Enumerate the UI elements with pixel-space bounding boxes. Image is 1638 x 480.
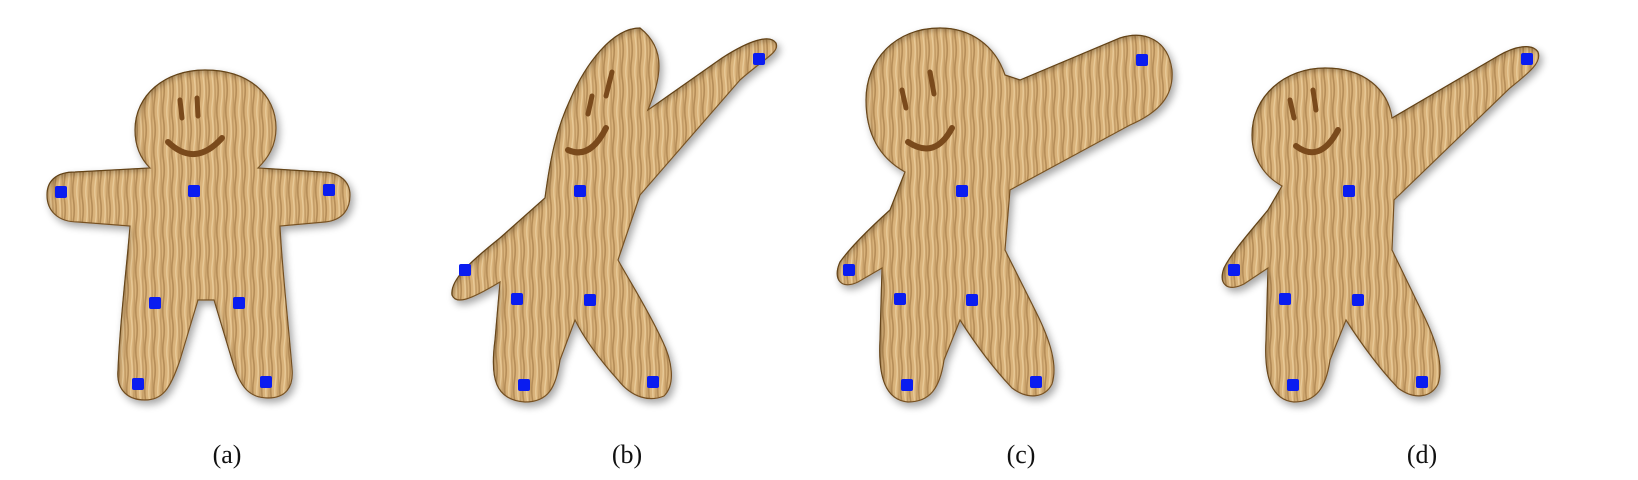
gingerbread-shape-a	[46, 69, 351, 401]
handle-point[interactable]	[1228, 264, 1240, 276]
handle-point[interactable]	[956, 185, 968, 197]
handle-point[interactable]	[1136, 54, 1148, 66]
handle-point[interactable]	[233, 297, 245, 309]
caption-c: (c)	[1006, 440, 1036, 469]
caption-d: (d)	[1406, 440, 1438, 469]
face-d	[1287, 87, 1341, 156]
handle-point[interactable]	[1279, 293, 1291, 305]
handle-point[interactable]	[260, 376, 272, 388]
handle-point[interactable]	[1287, 379, 1299, 391]
handle-point[interactable]	[647, 376, 659, 388]
gingerbread-shape-b	[451, 27, 778, 403]
handles-a	[55, 184, 335, 390]
handle-point[interactable]	[55, 186, 67, 198]
handle-point[interactable]	[894, 293, 906, 305]
panel-b	[451, 27, 778, 403]
handle-point[interactable]	[511, 293, 523, 305]
handle-point[interactable]	[323, 184, 335, 196]
handle-point[interactable]	[132, 378, 144, 390]
handle-point[interactable]	[518, 379, 530, 391]
handle-point[interactable]	[1030, 376, 1042, 388]
gingerbread-shape-c	[836, 27, 1173, 403]
handle-point[interactable]	[843, 264, 855, 276]
handle-point[interactable]	[1521, 53, 1533, 65]
handle-point[interactable]	[901, 379, 913, 391]
caption-a: (a)	[212, 440, 242, 469]
handle-point[interactable]	[1343, 185, 1355, 197]
panel-c	[836, 27, 1173, 403]
handle-point[interactable]	[1416, 376, 1428, 388]
handle-point[interactable]	[574, 185, 586, 197]
face-a	[165, 95, 225, 158]
handle-point[interactable]	[1352, 294, 1364, 306]
handles-d	[1228, 53, 1533, 391]
panel-a	[46, 69, 351, 401]
handle-point[interactable]	[966, 294, 978, 306]
panel-d	[1221, 46, 1540, 403]
caption-b: (b)	[611, 440, 643, 469]
handle-point[interactable]	[459, 264, 471, 276]
handle-point[interactable]	[584, 294, 596, 306]
handle-point[interactable]	[753, 53, 765, 65]
gingerbread-shape-d	[1221, 46, 1540, 403]
face-c	[899, 69, 955, 152]
handle-point[interactable]	[149, 297, 161, 309]
handles-c	[843, 54, 1148, 391]
handles-b	[459, 53, 765, 391]
handle-point[interactable]	[188, 185, 200, 197]
face-b	[565, 69, 615, 156]
